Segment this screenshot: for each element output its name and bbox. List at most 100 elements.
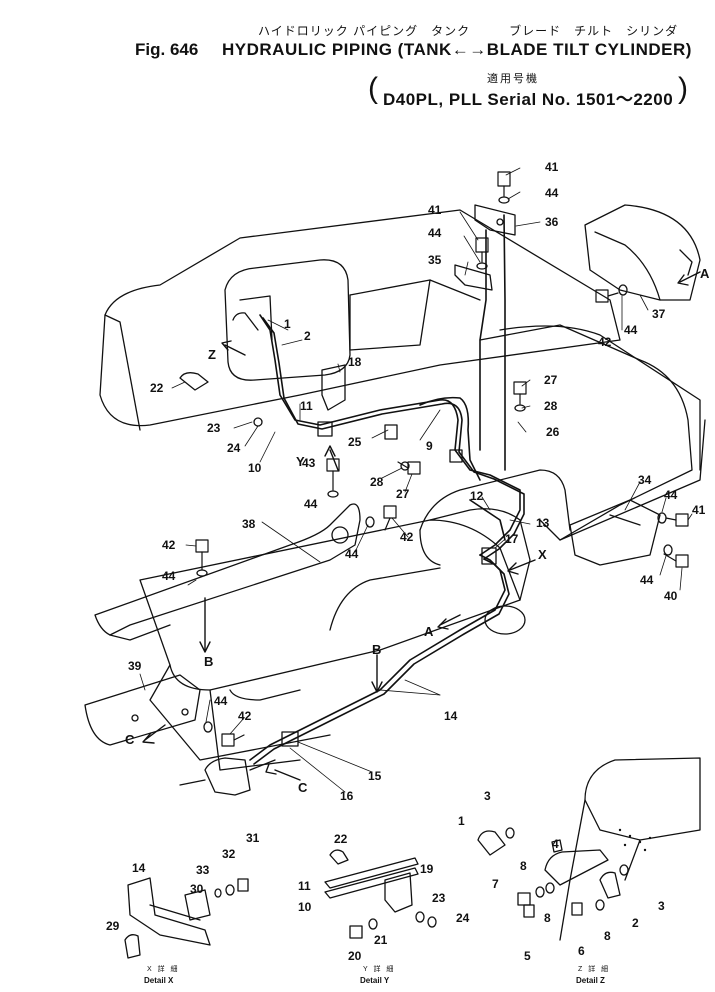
detail-y-caption-jp: Y 詳 細 bbox=[363, 964, 395, 973]
callout-2: 2 bbox=[632, 916, 639, 930]
callout-20: 20 bbox=[348, 949, 362, 963]
bracket-34-outline bbox=[569, 499, 661, 566]
view-letter-y: Y bbox=[296, 454, 305, 469]
bracket-18-outline bbox=[321, 364, 346, 411]
callout-37: 37 bbox=[652, 307, 666, 321]
callout-19: 19 bbox=[420, 862, 434, 876]
cylinder-body-outline bbox=[419, 469, 571, 635]
japanese-title: ハイドロリック パイピング タンク ブレード チルト シリンダ bbox=[258, 24, 679, 38]
bracket-35-outline bbox=[454, 264, 493, 291]
callout-8: 8 bbox=[520, 859, 527, 873]
view-letter-b: B bbox=[204, 654, 213, 669]
callout-39: 39 bbox=[128, 659, 142, 673]
callout-2: 2 bbox=[304, 329, 311, 343]
callout-26: 26 bbox=[546, 425, 560, 439]
callout-6: 6 bbox=[578, 944, 585, 958]
callout-28: 28 bbox=[544, 399, 558, 413]
callout-11: 11 bbox=[300, 399, 313, 413]
callout-1: 1 bbox=[458, 814, 465, 828]
figure-title: HYDRAULIC PIPING (TANK←→BLADE TILT CYLIN… bbox=[222, 40, 692, 59]
hydraulic-tank-outline bbox=[224, 259, 351, 381]
figure-number: Fig. 646 bbox=[135, 40, 199, 59]
main-frame-outline bbox=[139, 508, 531, 771]
view-letter-a: A bbox=[424, 624, 434, 639]
callout-9: 9 bbox=[426, 439, 433, 453]
serial-paren-right: ) bbox=[678, 72, 688, 105]
callout-11: 11 bbox=[298, 879, 311, 893]
callout-21: 21 bbox=[374, 933, 388, 947]
callout-27: 27 bbox=[396, 487, 410, 501]
callout-3: 3 bbox=[658, 899, 665, 913]
japanese-applicable-models: 適用号機 bbox=[487, 73, 539, 85]
view-letter-a: A bbox=[700, 266, 710, 281]
callout-42: 42 bbox=[598, 335, 612, 349]
view-letter-x: X bbox=[538, 547, 547, 562]
callout-18: 18 bbox=[348, 355, 362, 369]
callout-8: 8 bbox=[544, 911, 551, 925]
callout-44: 44 bbox=[304, 497, 318, 511]
callout-31: 31 bbox=[246, 831, 260, 845]
clip-22-outline bbox=[179, 372, 209, 391]
callout-40: 40 bbox=[664, 589, 678, 603]
callout-16: 16 bbox=[340, 789, 354, 803]
callout-44: 44 bbox=[545, 186, 559, 200]
callout-36: 36 bbox=[545, 215, 559, 229]
callout-33: 33 bbox=[196, 863, 210, 877]
callout-29: 29 bbox=[106, 919, 120, 933]
callout-41: 41 bbox=[692, 503, 706, 517]
callout-1: 1 bbox=[284, 317, 291, 331]
cover-37-outline bbox=[584, 204, 701, 301]
view-letter-c: C bbox=[298, 780, 308, 795]
detail-x-drawing bbox=[124, 877, 249, 959]
left-fender-outline bbox=[99, 209, 621, 431]
callout-25: 25 bbox=[348, 435, 362, 449]
view-letter-z: Z bbox=[208, 347, 216, 362]
callout-44: 44 bbox=[345, 547, 359, 561]
callout-32: 32 bbox=[222, 847, 236, 861]
callout-44: 44 bbox=[624, 323, 638, 337]
detail-z-drawing bbox=[477, 757, 701, 941]
callout-41: 41 bbox=[428, 203, 442, 217]
serial-range: D40PL, PLL Serial No. 1501～2200 bbox=[383, 90, 674, 109]
right-track-frame-outline bbox=[479, 324, 706, 541]
callout-4: 4 bbox=[552, 837, 559, 851]
leader-lines bbox=[139, 167, 693, 793]
callout-35: 35 bbox=[428, 253, 442, 267]
callout-44: 44 bbox=[664, 488, 678, 502]
callout-22: 22 bbox=[334, 832, 348, 846]
callout-23: 23 bbox=[207, 421, 221, 435]
callout-44: 44 bbox=[640, 573, 654, 587]
serial-paren-left: ( bbox=[368, 72, 378, 105]
bracket-38-outline bbox=[94, 503, 361, 641]
view-letter-b: B bbox=[372, 642, 381, 657]
detail-y-drawing bbox=[324, 849, 437, 939]
callout-14: 14 bbox=[444, 709, 458, 723]
callout-42: 42 bbox=[162, 538, 176, 552]
view-letters: B B Z Y X A A C C bbox=[125, 266, 710, 795]
callout-44: 44 bbox=[162, 569, 176, 583]
detail-x-caption-jp: X 詳 細 bbox=[147, 964, 180, 973]
callout-28: 28 bbox=[370, 475, 384, 489]
callout-15: 15 bbox=[368, 769, 382, 783]
callout-43: 43 bbox=[302, 456, 316, 470]
callout-10: 10 bbox=[298, 900, 312, 914]
callout-34: 34 bbox=[638, 473, 652, 487]
detail-x-caption: Detail X bbox=[144, 976, 174, 985]
callout-3: 3 bbox=[484, 789, 491, 803]
figure-header: ハイドロリック パイピング タンク ブレード チルト シリンダ Fig. 646… bbox=[0, 0, 715, 110]
callout-24: 24 bbox=[227, 441, 241, 455]
callout-38: 38 bbox=[242, 517, 256, 531]
callout-14: 14 bbox=[132, 861, 146, 875]
callout-7: 7 bbox=[492, 877, 499, 891]
callout-30: 30 bbox=[190, 882, 204, 896]
detail-z-caption-jp: Z 詳 細 bbox=[578, 964, 610, 973]
callout-13: 13 bbox=[536, 516, 550, 530]
callout-5: 5 bbox=[524, 949, 531, 963]
callout-8: 8 bbox=[604, 929, 611, 943]
callout-44: 44 bbox=[214, 694, 228, 708]
callout-23: 23 bbox=[432, 891, 446, 905]
callout-41: 41 bbox=[545, 160, 559, 174]
view-arrows bbox=[142, 271, 701, 781]
callout-labels: 41 44 36 41 44 35 37 42 44 1 2 18 22 23 … bbox=[106, 160, 706, 963]
